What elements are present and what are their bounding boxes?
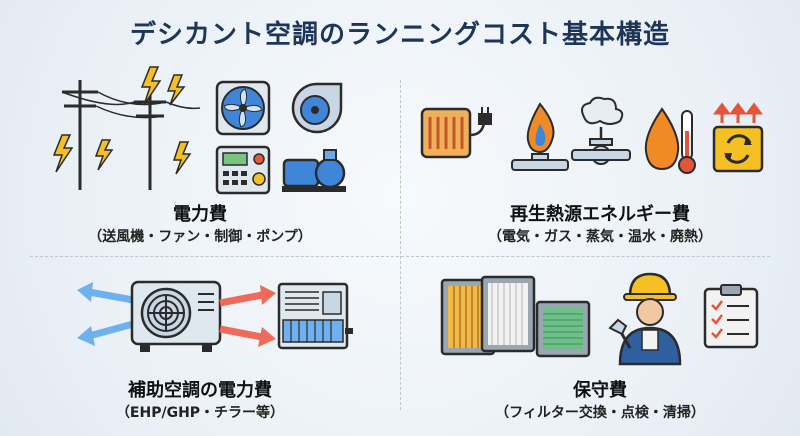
- red-airflow-arrows-icon: [219, 285, 276, 347]
- blower-icon: [291, 82, 343, 134]
- electricity-label: 電力費: [173, 204, 227, 225]
- vertical-divider: [400, 80, 401, 410]
- gas-flame-icon: [511, 102, 569, 171]
- lightning-icon: [140, 66, 186, 106]
- pump-icon: [282, 149, 346, 192]
- hot-water-thermometer-icon: [644, 107, 696, 174]
- waste-heat-icon: [712, 102, 764, 173]
- control-panel-icon: [215, 145, 271, 195]
- filter-white-icon: [480, 275, 536, 353]
- worker-icon: [608, 272, 682, 366]
- auxiliary-ac-label: 補助空調の電力費: [128, 380, 272, 401]
- power-line-icon: [52, 80, 201, 190]
- chiller-icon: [277, 282, 353, 350]
- maintenance-label: 保守費: [573, 380, 627, 401]
- electricity-sublabel: （送風機・ファン・制御・ポンプ）: [88, 229, 312, 245]
- steam-valve-icon: [571, 96, 631, 165]
- page-title: デシカント空調のランニングコスト基本構造: [129, 20, 670, 50]
- outdoor-ac-unit-icon: [130, 280, 222, 352]
- checklist-icon: [703, 284, 759, 349]
- filter-green-icon: [535, 300, 591, 358]
- auxiliary-ac-sublabel: （EHP/GHP・チラー等）: [115, 405, 285, 421]
- regeneration-energy-sublabel: （電気・ガス・蒸気・温水・廃熱）: [488, 229, 712, 245]
- fan-icon: [215, 80, 271, 136]
- blue-airflow-arrows-icon: [77, 282, 134, 346]
- regeneration-energy-label: 再生熱源エネルギー費: [510, 204, 690, 225]
- maintenance-sublabel: （フィルター交換・点検・清掃）: [495, 405, 705, 421]
- heater-plug-icon: [420, 107, 492, 159]
